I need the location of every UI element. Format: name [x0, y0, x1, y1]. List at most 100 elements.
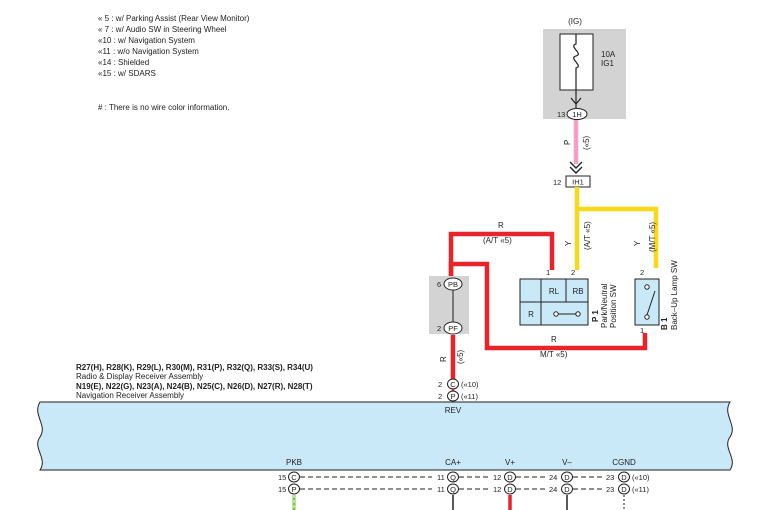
note-11: «11 : w/o Navigation System: [98, 47, 199, 56]
backup-contact-bottom: [644, 314, 650, 320]
park-sw-pin-rl: 1: [546, 268, 550, 277]
radio-conn: C: [450, 380, 456, 389]
terminal-conn: D: [507, 485, 513, 494]
rev-label: REV: [445, 406, 462, 415]
terminal-connector: [561, 471, 573, 483]
fuse-connector-code: 1H: [572, 110, 582, 119]
yellow-right-note: (M/T «5): [648, 222, 657, 252]
note-7: « 7 : w/ Audio SW in Steering Wheel: [98, 25, 227, 34]
terminal-connector: [447, 483, 459, 495]
terminal-conn: D: [621, 485, 627, 494]
terminal-pin: 23: [606, 485, 614, 494]
terminal-pin: 12: [493, 473, 501, 482]
pf-code: PF: [448, 324, 458, 333]
fuse-icon: [573, 34, 579, 90]
terminal-connector: [618, 471, 630, 483]
pink-wire-note: («5): [582, 135, 591, 150]
backup-sw-pin-bot: 1: [640, 326, 644, 335]
nav-mark: («11): [461, 392, 478, 401]
pb-code: PB: [448, 280, 458, 289]
note-5: « 5 : w/ Parking Assist (Rear View Monit…: [98, 14, 250, 23]
terminal-mark: («11): [632, 485, 649, 494]
fuse-rating: 10A: [601, 50, 616, 59]
terminal-label: CGND: [612, 458, 636, 467]
backup-sw-pin-top: 2: [640, 268, 644, 277]
ih1-code: IH1: [572, 178, 584, 187]
nav-name: Navigation Receiver Assembly: [76, 391, 184, 400]
terminal-v-minus: V– 24 D 24 D: [549, 458, 573, 510]
terminal-conn: D: [621, 473, 627, 482]
park-sw-rb: RB: [572, 287, 583, 296]
nav-pin: 2: [438, 392, 442, 401]
nav-models: N19(E), N22(G), N23(A), N24(B), N25(C), …: [76, 382, 313, 391]
terminal-pin: 12: [493, 485, 501, 494]
terminal-pkb: PKB 15 C 15 P: [278, 458, 302, 510]
fuse-pin: 13: [557, 110, 565, 119]
pb-pin: 6: [437, 280, 441, 289]
terminal-pin: 23: [606, 473, 614, 482]
terminal-label: PKB: [286, 458, 302, 467]
park-sw-rl: RL: [549, 287, 560, 296]
park-sw-name-2: Position SW: [609, 284, 618, 328]
backup-contact-top: [644, 284, 650, 290]
terminal-connector: [561, 483, 573, 495]
backup-switch-arm: [646, 290, 656, 316]
terminal-conn: P: [291, 485, 296, 494]
yellow-right-label: Y: [633, 240, 642, 246]
terminal-label: V–: [562, 458, 572, 467]
terminal-connector: [504, 471, 516, 483]
double-chevron-icon: [569, 161, 583, 174]
footnote: # : There is no wire color information.: [98, 103, 229, 112]
note-10: «10 : w/ Navigation System: [98, 36, 195, 45]
terminal-connector: [504, 483, 516, 495]
fuse-connector-oval: [566, 108, 588, 120]
terminal-v-plus: V+ 12 D 12 D: [493, 458, 516, 510]
radio-pin: 2: [438, 380, 442, 389]
park-sw-pin-rb: 2: [571, 268, 575, 277]
chevron-down-icon: [570, 97, 582, 105]
pf-connector: [443, 321, 463, 335]
park-sw-name-1: Park/Neutral: [600, 283, 609, 328]
fuse-name: IG1: [601, 59, 614, 68]
terminal-connector: [618, 483, 630, 495]
terminal-pin: 11: [437, 473, 445, 482]
note-15: «15 : w/ SDARS: [98, 69, 156, 78]
terminal-conn: C: [291, 473, 297, 482]
terminal-ca-plus: CA+ 11 Q 11 Q: [437, 458, 461, 510]
terminal-cgnd: CGND 23 D («10) 23 D («11): [606, 458, 650, 510]
yellow-left-note: (A/T «5): [583, 221, 592, 250]
red-top-label: R: [498, 221, 504, 230]
terminal-conn: Q: [450, 473, 456, 482]
backup-sw-code: B 1: [660, 317, 669, 330]
terminal-connector: [288, 483, 300, 495]
terminal-pin: 15: [278, 473, 286, 482]
terminal-pin: 24: [549, 485, 557, 494]
red-bottom-label: R: [551, 335, 557, 344]
terminal-pin: 15: [278, 485, 286, 494]
ig-source-label: (IG): [568, 17, 582, 26]
park-sw-code: P 1: [591, 310, 600, 322]
switch-contact-left: [553, 311, 559, 317]
red-vert-label: R: [439, 356, 448, 362]
switch-contact-right: [575, 311, 581, 317]
park-sw-r: R: [528, 310, 534, 319]
terminal-label: CA+: [445, 458, 461, 467]
pf-pin: 2: [437, 324, 441, 333]
red-wire-top: [448, 231, 555, 282]
terminal-mark: («10): [632, 473, 650, 482]
red-vert-note: («5): [456, 349, 465, 364]
ih1-pin: 12: [553, 178, 561, 187]
pink-wire-label: P: [563, 140, 572, 145]
backup-sw-name: Back–Up Lamp SW: [670, 260, 679, 330]
yellow-wire-right: [577, 206, 659, 268]
terminal-connector: [447, 471, 459, 483]
nav-rev-connector: [447, 390, 459, 402]
terminal-conn: D: [564, 473, 570, 482]
note-14: «14 : Shielded: [98, 58, 149, 67]
terminal-label: V+: [505, 458, 515, 467]
terminal-connector: [288, 471, 300, 483]
notes-list: « 5 : w/ Parking Assist (Rear View Monit…: [98, 14, 250, 78]
terminal-pin: 11: [437, 485, 445, 494]
receiver-body: [37, 401, 733, 471]
